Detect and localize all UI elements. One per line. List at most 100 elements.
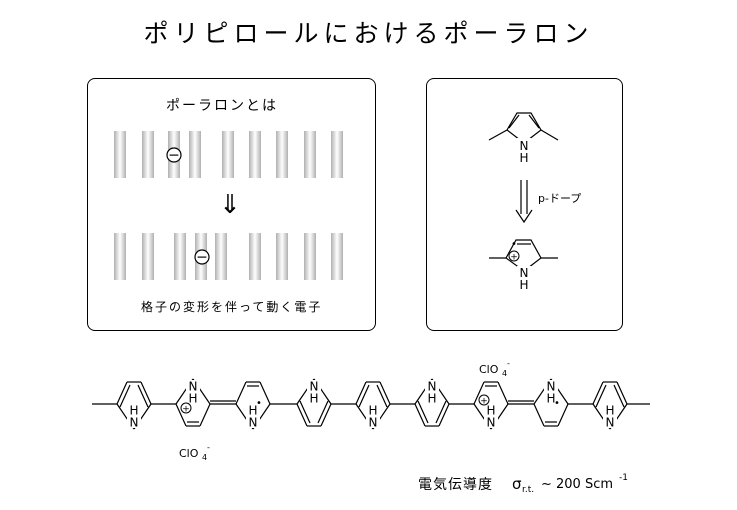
lattice-bar [249,233,261,280]
page-title: ポリピロールにおけるポーラロン [143,19,594,48]
svg-text:200: 200 [556,477,581,492]
radical-dot: • [511,239,517,250]
nitrogen-label: N [310,380,319,394]
svg-text:r.t.: r.t. [522,485,534,495]
svg-text:~: ~ [541,477,552,492]
bond-line [175,403,187,427]
radical-dot: • [554,398,560,409]
svg-text:4: 4 [202,453,207,462]
nitrogen-label: N [428,380,437,394]
bond-line [376,384,388,408]
lattice-bar [276,131,288,178]
positive-charge: + [508,250,520,263]
lattice-bar [114,131,126,178]
hydrogen-label: H [546,392,555,406]
conductivity-label: 電気伝導度 σ r.t. ~ 200 Scm -1 [418,473,628,495]
nitrogen-label: N [189,380,198,394]
bond-line [438,403,450,427]
svg-text:4: 4 [502,369,507,378]
bond-line [595,384,607,408]
nitrogen-label: N [249,416,258,430]
plus-sign: + [480,397,488,407]
lattice-bar [304,233,316,280]
svg-text:電気伝導度: 電気伝導度 [418,477,493,493]
doping-arrow [515,180,533,224]
plus-sign: + [182,405,190,415]
nitrogen-label: N [520,139,529,153]
hydrogen-label: H [188,392,197,406]
nitrogen-label: N [520,266,529,280]
bond-line [317,400,329,424]
lattice-bar [114,233,126,280]
lattice-bar [331,233,343,280]
hydrogen-label: H [519,151,528,165]
svg-text:−: − [168,148,180,164]
bond-line [259,381,271,405]
counterion-upper: ClO 4 - [479,359,510,378]
bond-line [613,384,625,408]
bond-line [140,381,152,405]
lattice-bar [189,131,201,178]
electron-lower: − [194,249,210,266]
nitrogen-label: N [369,416,378,430]
pyrrole-polaron [489,239,558,272]
svg-text:+: + [510,253,518,263]
bond-line [355,381,367,405]
svg-text:ClO: ClO [179,447,199,460]
svg-text:Scm: Scm [585,477,613,492]
svg-text:-: - [507,359,510,368]
bond-line [435,400,447,424]
nitrogen-label: N [130,416,139,430]
svg-text:-: - [207,443,210,452]
lattice-bar [142,131,154,178]
panel-heading: ポーラロンとは [166,98,278,114]
bond-line [320,403,332,427]
lattice-row-deformed [114,233,343,280]
lattice-row-undeformed [114,131,343,178]
p-dope-label: p-ドープ [538,192,581,205]
hydrogen-label: H [486,404,495,418]
svg-text:−: − [196,250,208,266]
svg-text:ClO: ClO [479,363,499,376]
hydrogen-label: H [309,392,318,406]
bond-line [592,381,604,405]
counterion-lower: ClO 4 - [179,443,210,462]
bond-line [296,403,308,427]
bond-line [119,384,131,408]
hydrogen-label: H [129,404,138,418]
lattice-bar [215,233,227,280]
bond-line [473,381,485,405]
lattice-bar [249,131,261,178]
bond-line [379,381,391,405]
hydrogen-label: H [368,404,377,418]
svg-text:σ: σ [512,475,522,493]
lattice-bar [304,131,316,178]
transition-arrow: ⇓ [219,190,241,220]
bond-line [299,400,311,424]
hydrogen-label: H [427,392,436,406]
svg-text:-1: -1 [619,473,628,483]
hydrogen-label: H [248,404,257,418]
lattice-bar [142,233,154,280]
hydrogen-label: H [605,404,614,418]
bond-line [199,403,211,427]
bond-line [116,381,128,405]
hydrogen-label: H [519,278,528,292]
lattice-bar [174,233,186,280]
bond-line [557,403,569,427]
p-doping-panel [426,78,623,331]
lattice-bar [222,131,234,178]
bond-line [417,400,429,424]
positive-charge [478,394,490,406]
bond-line [358,384,370,408]
positive-charge [180,402,192,414]
panel-caption: 格子の変形を伴って動く電子 [141,300,323,314]
nitrogen-label: N [487,416,496,430]
nitrogen-label: N [606,416,615,430]
bond-line [497,381,509,405]
electron-upper: − [166,147,182,164]
bond-line [414,403,426,427]
lattice-bar [331,131,343,178]
